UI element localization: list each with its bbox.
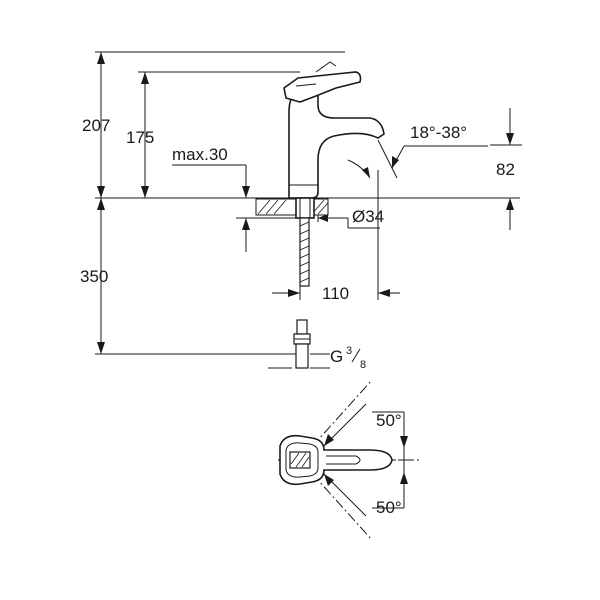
- dimension-total-height: [97, 52, 105, 198]
- label-connection-den: 8: [360, 359, 366, 371]
- label-rotation-left: 50°: [376, 411, 402, 430]
- dimension-spout-reach: [272, 289, 400, 297]
- label-connection-num: 3: [346, 345, 352, 357]
- dimension-spout-height: [490, 108, 522, 230]
- label-spray-angle: 18°-38°: [410, 123, 467, 142]
- dimension-spray-angle: [347, 139, 488, 179]
- dimension-rotation: [323, 403, 412, 517]
- label-handle-height: 175: [126, 128, 154, 147]
- label-total-height: 207: [82, 116, 110, 135]
- dimension-handle-height: [141, 72, 149, 198]
- label-hole-diameter: Ø34: [352, 207, 384, 226]
- label-max-deck: max.30: [172, 145, 228, 164]
- label-spout-reach: 110: [322, 284, 349, 303]
- label-connection-g: G: [330, 347, 343, 366]
- label-below-deck: 350: [80, 267, 108, 286]
- dimension-connection: [268, 353, 330, 369]
- dimension-max-deck: [172, 164, 300, 252]
- faucet-top-view: [278, 379, 420, 541]
- dimension-below-deck: [97, 198, 105, 354]
- label-spout-height: 82: [496, 160, 515, 179]
- top-view-hatch: [290, 452, 310, 468]
- faucet-side-view: [255, 61, 385, 369]
- label-rotation-right: 50°: [376, 498, 402, 517]
- deck-hatch: [255, 198, 329, 216]
- thread-pattern: [299, 221, 310, 283]
